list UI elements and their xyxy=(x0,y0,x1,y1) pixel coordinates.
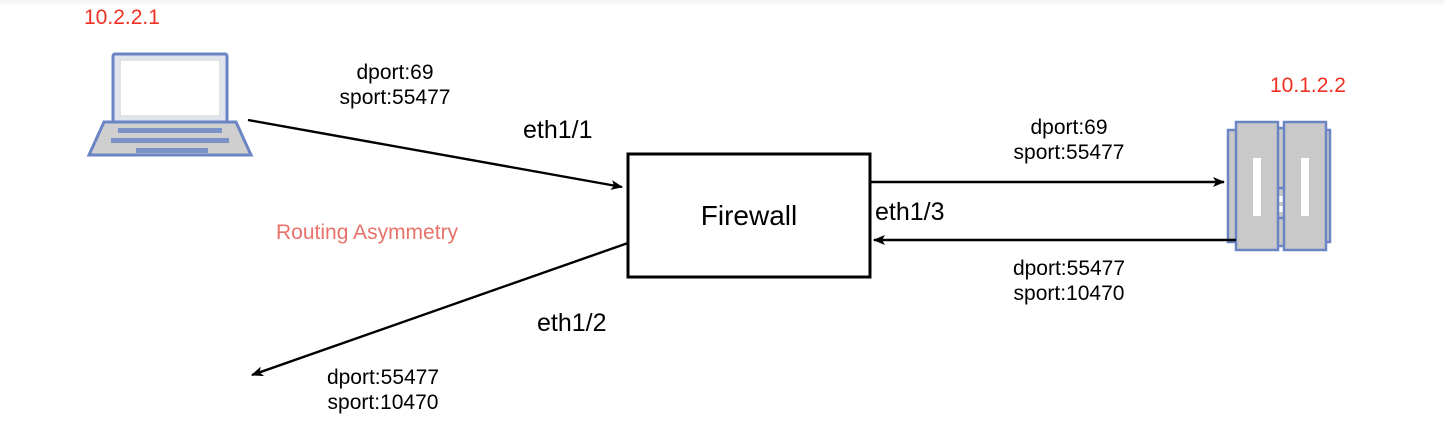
sport-text: sport:10470 xyxy=(1013,281,1125,305)
window-top-strip xyxy=(0,0,1444,5)
server-icon xyxy=(1226,120,1332,252)
sport-text: sport:55477 xyxy=(339,85,451,109)
firewall-box xyxy=(626,152,872,279)
dport-text: dport:69 xyxy=(356,61,434,84)
dport-text: dport:55477 xyxy=(1012,257,1126,280)
link-firewall-to-client xyxy=(251,241,629,377)
dport-text: dport:55477 xyxy=(326,366,440,389)
client-ip-label: 10.2.2.1 xyxy=(84,6,160,29)
flow-label-firewall-to-server: dport:69 sport:55477 xyxy=(963,116,1175,166)
laptop-icon xyxy=(86,52,254,157)
interface-label-eth1-3: eth1/3 xyxy=(875,198,945,226)
server-ip-label: 10.1.2.2 xyxy=(1270,74,1346,97)
dport-text: dport:69 xyxy=(1030,116,1108,139)
interface-label-eth1-2: eth1/2 xyxy=(537,309,607,337)
flow-label-server-to-firewall: dport:55477 sport:10470 xyxy=(963,257,1175,307)
sport-text: sport:55477 xyxy=(1013,140,1125,164)
firewall-label: Firewall xyxy=(700,200,798,231)
interface-label-eth1-1: eth1/1 xyxy=(523,116,593,144)
flow-label-firewall-to-client: dport:55477 sport:10470 xyxy=(277,366,489,416)
link-client-to-firewall xyxy=(247,118,623,190)
sport-text: sport:10470 xyxy=(327,390,439,414)
routing-asymmetry-note: Routing Asymmetry xyxy=(276,221,459,244)
flow-label-client-to-firewall: dport:69 sport:55477 xyxy=(310,61,480,111)
